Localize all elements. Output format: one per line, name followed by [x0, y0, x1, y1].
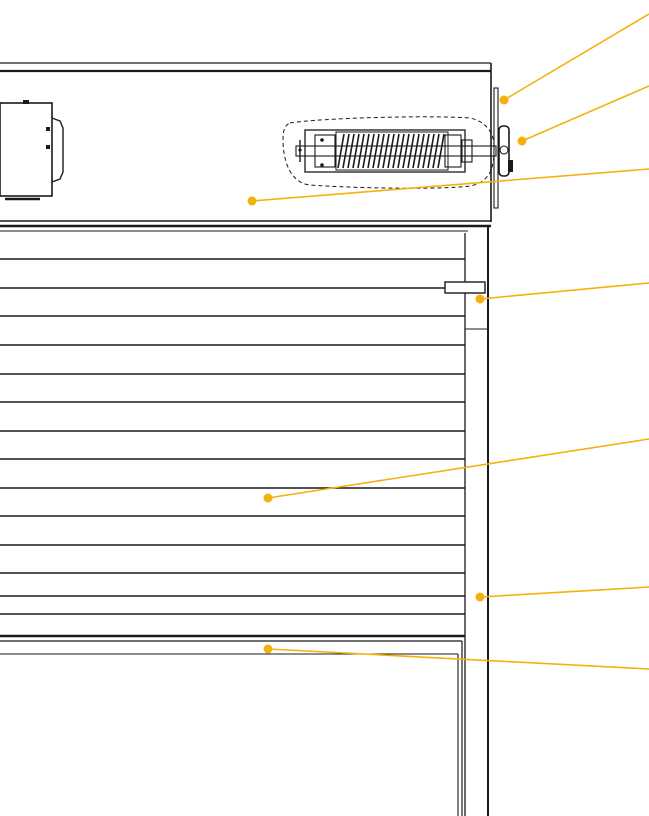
spring-coil-turn	[402, 133, 410, 169]
spring-coil-turn	[372, 133, 380, 169]
callout-bracket-tick	[499, 13, 649, 105]
callout-guide-rail	[475, 586, 649, 602]
spring-housing	[335, 131, 449, 171]
spring-coil-turn	[397, 133, 405, 169]
callout-leaders	[247, 13, 649, 670]
spring-coil-turn	[422, 133, 430, 169]
callout-guide-stop	[475, 282, 649, 304]
spring-coil-turn	[377, 133, 385, 169]
spring-coil-turn	[407, 133, 415, 169]
shutter-curtain	[0, 258, 465, 615]
spring-coil-turn	[427, 133, 435, 169]
guide-rail-stopper	[444, 281, 486, 294]
spring-coil-turn	[437, 133, 445, 169]
spring-coil-turn	[432, 133, 440, 169]
motor-unit	[0, 100, 64, 201]
spring-coil-turn	[392, 133, 400, 169]
callout-bottom-bar	[263, 644, 649, 670]
spring-coil-turn	[362, 133, 370, 169]
spring-coil-turn	[357, 133, 365, 169]
roller-hood	[0, 62, 499, 232]
callout-hood	[247, 168, 649, 206]
spring-coil-turn	[347, 133, 355, 169]
spring-coil-turn	[412, 133, 420, 169]
spring-coil-turn	[352, 133, 360, 169]
spring-coil-turn	[337, 133, 345, 169]
spring-coil-turn	[382, 133, 390, 169]
coil-spring	[335, 131, 449, 171]
bottom-bar	[0, 634, 465, 816]
spring-coil-turn	[387, 133, 395, 169]
spring-coil-turn	[367, 133, 375, 169]
spring-coil-turn	[342, 133, 350, 169]
spring-drum	[282, 116, 513, 189]
spring-coil-turn	[417, 133, 425, 169]
guide-rail	[444, 226, 489, 816]
callout-end-plate	[517, 85, 649, 146]
callout-curtain	[263, 438, 649, 503]
